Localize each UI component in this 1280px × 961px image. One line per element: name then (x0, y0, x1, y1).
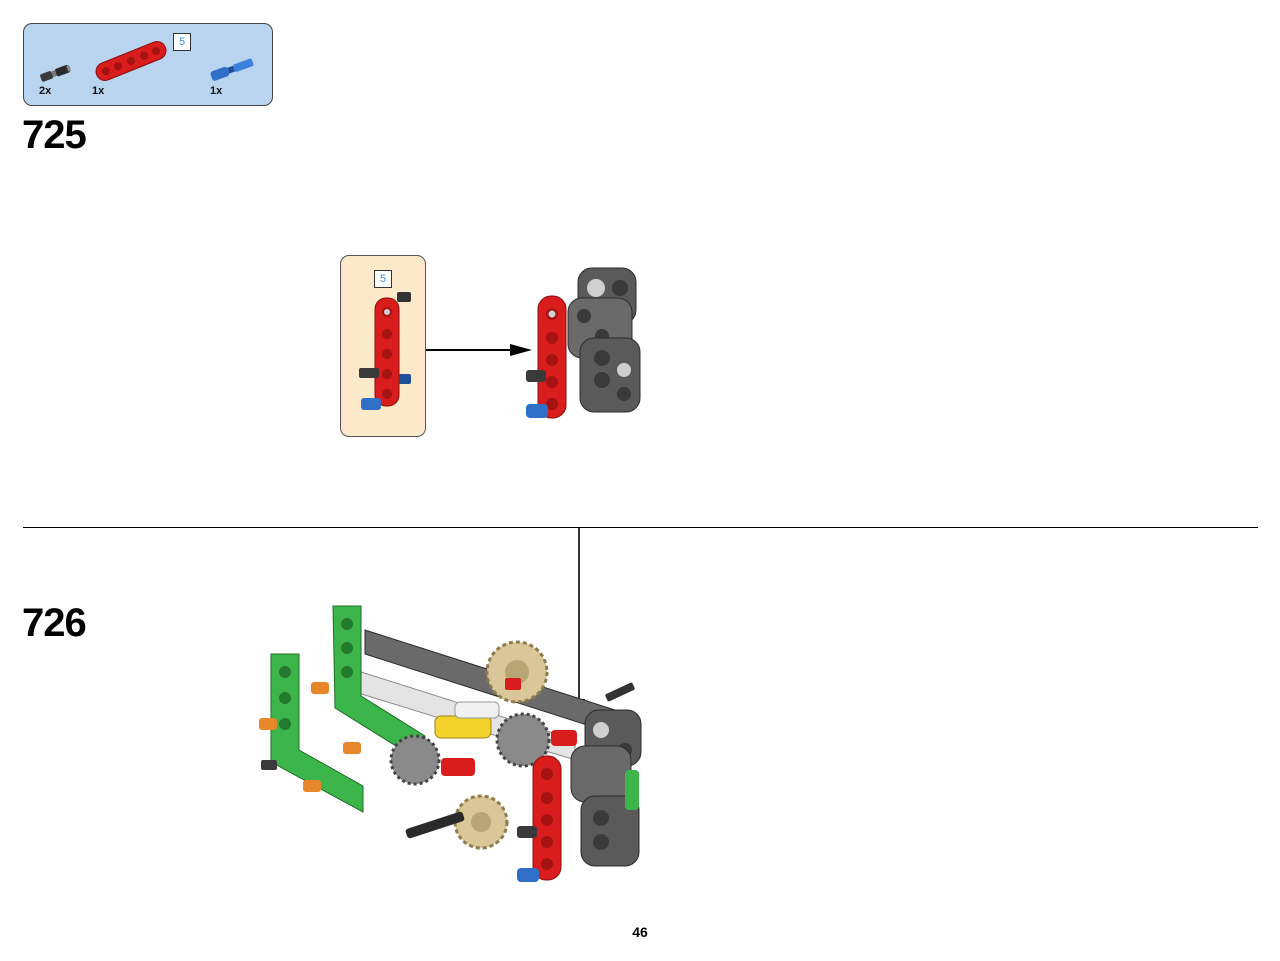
step-number-726: 726 (22, 601, 87, 645)
subassembly-callout: 5 (340, 255, 426, 437)
red-beam-length-badge: 5 (173, 33, 191, 51)
subassembly-red-beam-image (359, 292, 411, 410)
red-beam-qty: 1x (92, 85, 105, 97)
gray-axle-pin-icon (40, 65, 72, 82)
red-beam-icon (95, 41, 167, 81)
subassembly-length-badge: 5 (374, 270, 392, 288)
step-725-assembly-image (526, 267, 641, 419)
blue-axle-pin-icon (210, 58, 254, 81)
step-number-725: 725 (22, 113, 87, 157)
step-725-arrow (426, 344, 532, 356)
page-number: 46 (632, 924, 648, 940)
blue-axle-pin-qty: 1x (210, 85, 223, 97)
gray-axle-pin-qty: 2x (39, 85, 52, 97)
parts-list-box: 2x 5 1x 1x (23, 23, 273, 106)
step-726-assembly-image (259, 605, 642, 882)
step-divider (23, 527, 1258, 528)
